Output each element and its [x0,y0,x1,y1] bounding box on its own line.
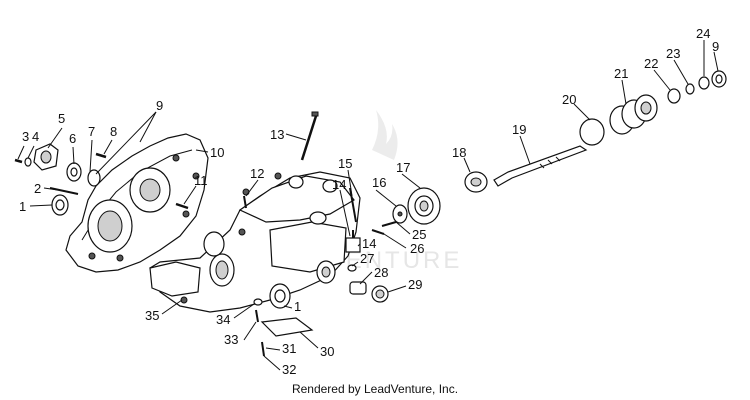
callout-30: 30 [320,344,334,359]
washer-27 [347,264,357,272]
seal-1-case [269,283,291,309]
callout-32: 32 [282,362,296,377]
callout-1-left: 1 [19,199,26,214]
bolt-13 [300,111,319,161]
transmission-case [149,171,361,313]
callout-19: 19 [512,122,526,137]
callout-33: 33 [224,332,238,347]
pin-25 [381,221,397,227]
callout-8: 8 [110,124,117,139]
bearing-9-right [711,70,727,88]
bolt-15 [349,187,357,223]
spacer-16 [392,204,408,224]
callout-15: 15 [338,156,352,171]
callout-27: 27 [360,251,374,266]
plate-5 [33,143,59,171]
washer-22 [667,88,681,104]
callout-20: 20 [562,92,576,107]
callout-24: 24 [696,26,710,41]
callout-21: 21 [614,66,628,81]
callout-9-right: 9 [712,39,719,54]
gasket-30 [260,317,314,337]
pin-12 [243,195,247,209]
callout-7: 7 [88,124,95,139]
seal-6 [66,162,82,182]
callout-25: 25 [412,227,426,242]
shaft-19 [493,145,588,187]
callout-13: 13 [270,127,284,142]
ring-24 [698,76,710,90]
callout-28: 28 [374,265,388,280]
callout-29: 29 [408,277,422,292]
callout-35: 35 [145,308,159,323]
bolt-33 [255,309,259,323]
callout-18: 18 [452,145,466,160]
ring-23 [685,83,695,95]
pin-8 [95,152,107,159]
bolt-31 [261,341,265,357]
pin-11 [175,202,189,210]
callout-26: 26 [410,241,424,256]
callout-2: 2 [34,181,41,196]
bearing-9-left [87,169,101,187]
cap-29 [371,285,389,303]
callout-23: 23 [666,46,680,61]
pin-26 [371,229,385,235]
gear-21 [609,94,658,135]
callout-labels: 1 2 3 4 5 6 7 8 9 10 11 12 13 14 15 16 1… [19,26,719,377]
plug-28 [349,281,367,295]
callout-14-upper: 14 [332,177,346,192]
callout-4: 4 [32,129,39,144]
gear-17 [407,187,441,225]
screw-3 [14,158,23,164]
switch-14 [345,230,361,253]
callout-9-left: 9 [156,98,163,113]
callout-1-case: 1 [294,299,301,314]
callout-16: 16 [372,175,386,190]
seal-1-left [51,194,69,216]
callout-17: 17 [396,160,410,175]
footer-credit: Rendered by LeadVenture, Inc. [291,382,459,396]
o-ring-20 [579,118,605,146]
callout-34: 34 [216,312,230,327]
callout-11: 11 [194,173,208,188]
leader-lines [17,40,719,371]
bearing-18 [464,171,488,193]
callout-3: 3 [22,129,29,144]
callout-10: 10 [210,145,224,160]
callout-14-lower: 14 [362,236,376,251]
callout-22: 22 [644,56,658,71]
washer-4 [24,157,32,167]
side-cover-housing [65,133,209,273]
callout-31: 31 [282,341,296,356]
washer-34 [253,298,263,306]
bolt-2 [49,187,79,195]
callout-6: 6 [69,131,76,146]
callout-12: 12 [250,166,264,181]
callout-5: 5 [58,111,65,126]
